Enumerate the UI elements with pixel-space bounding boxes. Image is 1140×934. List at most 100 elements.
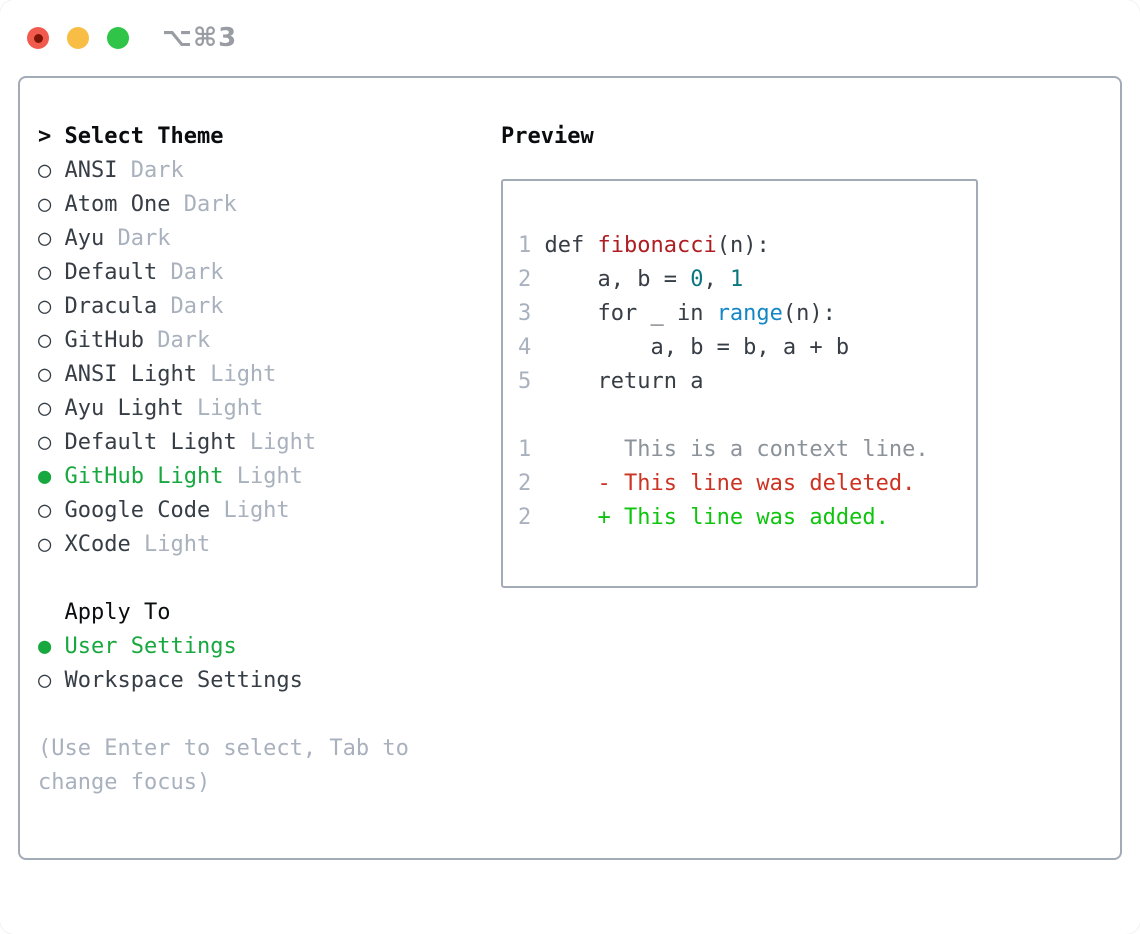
minimize-button[interactable] <box>67 27 89 49</box>
spacer-row <box>38 562 438 596</box>
diff-sample: 1 This is a context line.2 - This line w… <box>518 433 976 535</box>
apply-to-option[interactable]: ● User Settings <box>38 630 438 664</box>
line-number: 2 <box>518 267 545 292</box>
radio-selected-icon: ● <box>38 634 65 659</box>
theme-item[interactable]: ○ XCode Light <box>38 528 438 562</box>
diff-line-added: 2 + This line was added. <box>518 501 976 535</box>
theme-variant-tag: Light <box>196 362 277 387</box>
zoom-button[interactable] <box>107 27 129 49</box>
radio-unselected-icon: ○ <box>38 294 65 319</box>
theme-item[interactable]: ○ Atom One Dark <box>38 188 438 222</box>
radio-unselected-icon: ○ <box>38 192 65 217</box>
theme-picker-column: > Select Theme ○ ANSI Dark○ Atom One Dar… <box>38 120 438 858</box>
code-segment: (n): <box>716 233 770 258</box>
blank-code-row <box>518 399 976 433</box>
code-segment: a, b = <box>544 267 691 292</box>
theme-item[interactable]: ○ GitHub Dark <box>38 324 438 358</box>
theme-variant-tag: Dark <box>157 260 224 285</box>
diff-text: - This line was deleted. <box>531 471 916 496</box>
theme-name: Google Code <box>64 498 211 523</box>
diff-text: This is a context line. <box>531 437 929 462</box>
keyboard-shortcut-label: ⌥⌘3 <box>162 23 238 53</box>
radio-unselected-icon: ○ <box>38 430 65 455</box>
radio-unselected-icon: ○ <box>38 158 65 183</box>
code-line: 5 return a <box>518 365 976 399</box>
apply-to-option-label: Workspace Settings <box>64 668 303 693</box>
theme-name: Ayu Light <box>64 396 184 421</box>
theme-name: XCode <box>64 532 131 557</box>
diff-text: + This line was added. <box>531 505 889 530</box>
code-segment: 0 <box>690 267 704 292</box>
keyboard-hint: (Use Enter to select, Tab to change focu… <box>38 736 409 795</box>
theme-variant-tag: Light <box>183 396 264 421</box>
radio-unselected-icon: ○ <box>38 396 65 421</box>
code-line: 4 a, b = b, a + b <box>518 331 976 365</box>
radio-unselected-icon: ○ <box>38 362 65 387</box>
diff-line-context: 1 This is a context line. <box>518 433 976 467</box>
theme-item[interactable]: ○ Default Light Light <box>38 426 438 460</box>
theme-variant-tag: Dark <box>117 158 184 183</box>
theme-name: Ayu <box>64 226 105 251</box>
theme-name: ANSI Light <box>64 362 197 387</box>
line-number: 3 <box>518 301 545 326</box>
theme-name: Dracula <box>64 294 158 319</box>
close-button[interactable] <box>27 27 49 49</box>
code-segment: return a <box>544 369 704 394</box>
apply-to-list: ● User Settings○ Workspace Settings <box>38 630 438 698</box>
titlebar: ⌥⌘3 <box>0 0 1140 76</box>
theme-picker-panel: > Select Theme ○ ANSI Dark○ Atom One Dar… <box>18 76 1122 860</box>
theme-variant-tag: Light <box>223 464 303 489</box>
theme-variant-tag: Light <box>130 532 211 557</box>
theme-item[interactable]: ○ Google Code Light <box>38 494 438 528</box>
apply-to-header: Apply To <box>38 596 438 630</box>
code-line: 3 for _ in range(n): <box>518 297 976 331</box>
theme-item[interactable]: ○ Ayu Dark <box>38 222 438 256</box>
line-number: 5 <box>518 369 545 394</box>
line-number: 1 <box>518 233 545 258</box>
code-line: 2 a, b = 0, 1 <box>518 263 976 297</box>
theme-variant-tag: Light <box>210 498 290 523</box>
apply-to-title: Apply To <box>64 600 171 625</box>
theme-name: GitHub Light <box>64 464 224 489</box>
code-segment: def <box>544 233 598 258</box>
diff-line-deleted: 2 - This line was deleted. <box>518 467 976 501</box>
traffic-lights <box>27 27 129 49</box>
code-segment: (n): <box>782 301 836 326</box>
code-segment: , <box>703 267 730 292</box>
code-segment: 1 <box>729 267 744 292</box>
radio-unselected-icon: ○ <box>38 328 65 353</box>
radio-unselected-icon: ○ <box>38 498 65 523</box>
preview-title: Preview <box>501 124 594 149</box>
code-segment: range <box>716 301 783 326</box>
theme-item[interactable]: ○ Dracula Dark <box>38 290 438 324</box>
line-number: 2 <box>518 505 532 530</box>
theme-item[interactable]: ● GitHub Light Light <box>38 460 438 494</box>
theme-variant-tag: Dark <box>170 192 237 217</box>
theme-picker-title: Select Theme <box>64 124 224 149</box>
code-segment: a, b = b, a + b <box>544 335 850 360</box>
line-number: 1 <box>518 437 532 462</box>
theme-item[interactable]: ○ Default Dark <box>38 256 438 290</box>
radio-unselected-icon: ○ <box>38 532 65 557</box>
radio-unselected-icon: ○ <box>38 226 65 251</box>
line-number: 2 <box>518 471 532 496</box>
code-segment: for _ in <box>544 301 717 326</box>
preview-column: Preview 1 def fibonacci(n):2 a, b = 0, 1… <box>438 120 1120 858</box>
theme-variant-tag: Dark <box>143 328 211 353</box>
theme-item[interactable]: ○ ANSI Dark <box>38 154 438 188</box>
theme-picker-header: > Select Theme <box>38 120 438 154</box>
code-segment: fibonacci <box>597 233 717 258</box>
theme-name: GitHub <box>64 328 144 353</box>
theme-variant-tag: Dark <box>157 294 224 319</box>
radio-selected-icon: ● <box>38 464 65 489</box>
theme-variant-tag: Dark <box>104 226 171 251</box>
code-line: 1 def fibonacci(n): <box>518 229 976 263</box>
apply-to-option[interactable]: ○ Workspace Settings <box>38 664 438 698</box>
radio-unselected-icon: ○ <box>38 260 65 285</box>
theme-item[interactable]: ○ Ayu Light Light <box>38 392 438 426</box>
prompt-icon: > <box>38 124 52 149</box>
theme-item[interactable]: ○ ANSI Light Light <box>38 358 438 392</box>
